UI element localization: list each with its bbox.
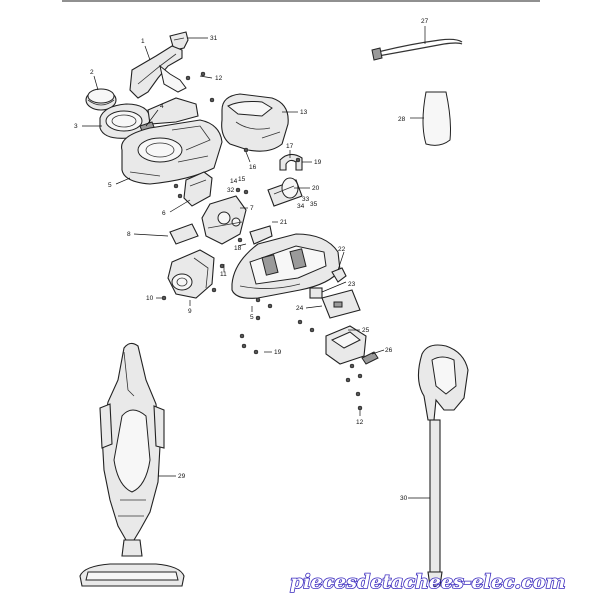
callout-17: 17	[286, 143, 294, 150]
part-6-side-bracket	[183, 171, 213, 207]
callout-27: 27	[421, 18, 429, 25]
part-24-circuit-board	[321, 289, 361, 319]
part-7-valve-assembly	[201, 195, 247, 245]
part-30-handle-pole	[417, 344, 469, 587]
callout-28: 28	[398, 116, 406, 123]
callout-13: 13	[300, 109, 308, 116]
callout-22: 22	[338, 246, 346, 253]
callout-31: 31	[210, 35, 218, 42]
part-28-cleaning-pad	[422, 91, 451, 146]
part-1-handle-grip	[129, 45, 187, 99]
callout-29: 29	[178, 473, 186, 480]
callout-14: 14	[230, 178, 238, 185]
callout-24: 24	[296, 305, 304, 312]
part-29-steam-mop-body	[79, 342, 185, 587]
callout-12-lower: 12	[356, 419, 364, 426]
callout-19-upper: 19	[314, 159, 322, 166]
callout-labels: 31 1 27 2 12 28 3 4 13 17 16 19 5 14 15 …	[74, 18, 429, 502]
callout-11: 11	[220, 271, 227, 278]
callout-26: 26	[385, 347, 393, 354]
part-9-boiler-unit	[167, 249, 215, 299]
part-2-filter-cap	[85, 88, 117, 111]
part-5-upper-body-cover	[121, 119, 223, 185]
callout-5-lower: 5	[250, 314, 254, 321]
part-8-plate	[169, 223, 199, 245]
part-17-clamp	[279, 153, 303, 171]
callout-10: 10	[146, 295, 154, 302]
part-20-pump-motor	[267, 177, 303, 207]
callout-5-upper: 5	[108, 182, 112, 189]
callout-35: 35	[310, 201, 318, 208]
callout-18: 18	[234, 245, 242, 252]
callout-6: 6	[162, 210, 166, 217]
callout-12-upper: 12	[215, 75, 223, 82]
part-13-water-tank	[221, 93, 289, 152]
callout-1: 1	[141, 38, 145, 45]
callout-25: 25	[362, 327, 370, 334]
part-22-small-knob	[331, 267, 347, 283]
part-23-connector	[309, 287, 323, 299]
callout-15: 15	[238, 176, 246, 183]
callout-21: 21	[280, 219, 288, 226]
callout-33: 33	[302, 196, 310, 203]
callout-19-lower: 19	[274, 349, 282, 356]
callout-3: 3	[74, 123, 78, 130]
callout-9: 9	[188, 308, 192, 315]
callout-16: 16	[249, 164, 257, 171]
callout-8: 8	[127, 231, 131, 238]
callout-34: 34	[297, 203, 305, 210]
callout-2: 2	[90, 69, 94, 76]
part-27-power-cable	[371, 38, 463, 61]
part-25-switch-housing	[325, 325, 367, 365]
callout-23: 23	[348, 281, 356, 288]
part-26-pin	[361, 351, 379, 365]
callout-20: 20	[312, 185, 320, 192]
callout-32: 32	[227, 187, 235, 194]
callout-30: 30	[400, 495, 408, 502]
part-3-top-housing	[99, 97, 199, 139]
callout-4: 4	[160, 103, 164, 110]
watermark-site-name: piecesdetachees-elec.com	[290, 571, 565, 593]
callout-7: 7	[250, 205, 254, 212]
part-5-lower-main-body	[231, 233, 341, 299]
leader-lines	[82, 26, 430, 499]
part-21-clip	[249, 225, 273, 245]
